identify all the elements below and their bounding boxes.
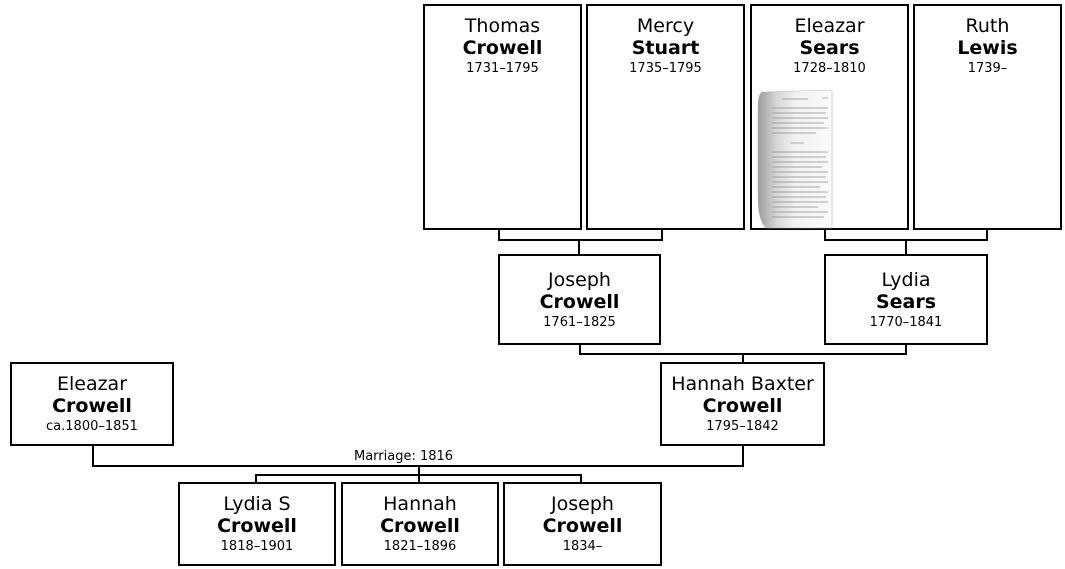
given-name: Ruth — [965, 15, 1010, 37]
given-name: Joseph — [551, 493, 614, 515]
connector-line — [92, 446, 94, 466]
given-name: Mercy — [636, 15, 695, 37]
person-card-eleazar-crowell[interactable]: Eleazar Crowell ca.1800–1851 — [10, 362, 174, 446]
person-card-mercy-stuart[interactable]: Mercy Stuart 1735–1795 — [586, 4, 745, 230]
surname: Lewis — [957, 37, 1018, 59]
person-card-lydia-sears[interactable]: Lydia Sears 1770–1841 — [824, 254, 988, 345]
life-dates: 1818–1901 — [220, 539, 294, 554]
connector-line — [418, 474, 420, 483]
surname: Crowell — [539, 291, 620, 313]
connector-line — [498, 239, 663, 241]
person-card-hannah-crowell[interactable]: Hannah Crowell 1821–1896 — [341, 482, 499, 566]
connector-line — [661, 230, 663, 240]
connector-line — [742, 446, 744, 466]
life-dates: 1761–1825 — [543, 315, 616, 330]
life-dates: 1731–1795 — [466, 61, 539, 76]
life-dates: 1821–1896 — [383, 539, 457, 554]
surname: Stuart — [631, 37, 700, 59]
life-dates: 1735–1795 — [629, 61, 702, 76]
given-name: Lydia S — [223, 493, 291, 515]
person-card-joseph-crowell-1834[interactable]: Joseph Crowell 1834– — [503, 482, 662, 566]
given-name: Eleazar — [56, 373, 128, 395]
given-name: Thomas — [464, 15, 541, 37]
given-name: Hannah — [383, 493, 457, 515]
life-dates: ca.1800–1851 — [46, 419, 138, 434]
surname: Crowell — [380, 515, 460, 537]
marriage-label: Marriage: 1816 — [352, 449, 456, 464]
person-card-lydia-s-crowell[interactable]: Lydia S Crowell 1818–1901 — [178, 482, 336, 566]
surname: Crowell — [217, 515, 297, 537]
connector-line — [824, 230, 826, 240]
connector-line — [418, 465, 420, 475]
given-name: Joseph — [548, 269, 611, 291]
person-card-hannah-baxter-crowell[interactable]: Hannah Baxter Crowell 1795–1842 — [660, 362, 825, 446]
surname: Crowell — [52, 395, 132, 417]
scanned-document-icon[interactable] — [756, 88, 834, 230]
surname: Crowell — [462, 37, 543, 59]
connector-line — [579, 345, 581, 354]
person-card-thomas-crowell[interactable]: Thomas Crowell 1731–1795 — [423, 4, 582, 230]
life-dates: 1834– — [562, 539, 603, 554]
surname: Crowell — [702, 395, 783, 417]
connector-line — [905, 239, 907, 255]
connector-line — [578, 239, 580, 255]
person-card-eleazar-sears[interactable]: Eleazar Sears 1728–1810 — [750, 4, 909, 230]
connector-line — [255, 474, 257, 483]
surname: Sears — [799, 37, 860, 59]
connector-line — [580, 474, 582, 483]
connector-line — [498, 230, 500, 240]
connector-line — [905, 345, 907, 354]
life-dates: 1770–1841 — [869, 315, 943, 330]
connector-line — [742, 353, 744, 363]
life-dates: 1728–1810 — [793, 61, 866, 76]
given-name: Eleazar — [794, 15, 865, 37]
given-name: Hannah Baxter — [671, 373, 814, 395]
life-dates: 1795–1842 — [706, 419, 779, 434]
person-card-ruth-lewis[interactable]: Ruth Lewis 1739– — [913, 4, 1062, 230]
given-name: Lydia — [881, 269, 931, 291]
life-dates: 1739– — [967, 61, 1008, 76]
surname: Crowell — [542, 515, 623, 537]
surname: Sears — [875, 291, 937, 313]
person-card-joseph-crowell-1761[interactable]: Joseph Crowell 1761–1825 — [498, 254, 661, 345]
connector-line — [986, 230, 988, 240]
